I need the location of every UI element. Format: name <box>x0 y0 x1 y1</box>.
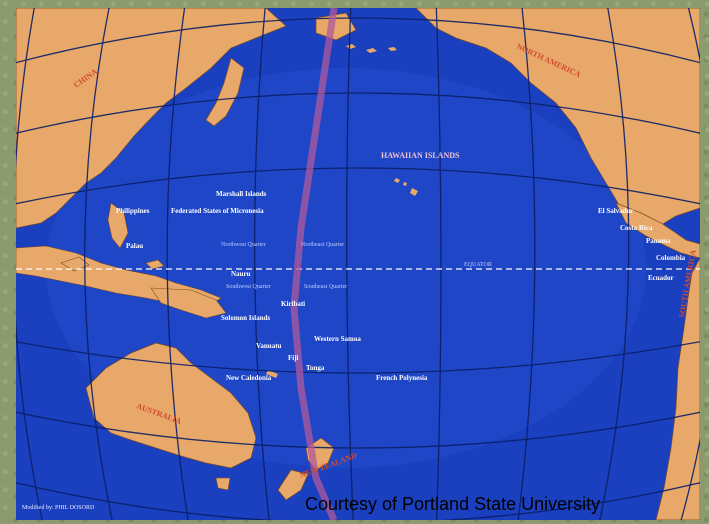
label-micronesia: Federated States of Micronesia <box>171 207 264 215</box>
label-panama: Panama <box>646 237 671 245</box>
label-colombia: Colombia <box>656 254 686 262</box>
new-guinea <box>150 287 227 319</box>
label-samoa: Western Samoa <box>314 335 361 343</box>
north-america <box>415 8 700 229</box>
label-vanuatu: Vanuatu <box>256 342 282 350</box>
dateline-route <box>290 8 338 520</box>
label-el-salvador: El Salvador <box>598 207 633 215</box>
philippines <box>107 202 129 249</box>
label-solomon: Solomon Islands <box>221 314 270 322</box>
hawaii <box>394 178 418 196</box>
south-america <box>655 257 700 520</box>
label-nw-quarter: Northwest Quarter <box>221 242 266 248</box>
label-ecuador: Ecuador <box>648 274 674 282</box>
label-tonga: Tonga <box>306 364 325 372</box>
label-ne-quarter: Northeast Quarter <box>301 242 344 248</box>
label-hawaii: HAWAIIAN ISLANDS <box>381 151 460 160</box>
label-marshall: Marshall Islands <box>216 190 267 198</box>
japan <box>205 57 245 127</box>
label-costa-rica: Costa Rica <box>620 224 653 232</box>
label-se-quarter: Southeast Quarter <box>304 284 347 290</box>
label-french-polynesia: French Polynesia <box>376 374 428 382</box>
australia <box>85 342 257 469</box>
asia-landmass <box>16 8 287 229</box>
label-nauru: Nauru <box>231 270 251 278</box>
label-sw-quarter: Southwest Quarter <box>226 284 271 290</box>
label-new-caledonia: New Caledonia <box>226 374 272 382</box>
map-svg: EQUATOR HAWAIIAN ISLANDS Marshall Island… <box>16 8 700 520</box>
label-philippines: Philippines <box>116 207 150 215</box>
label-palau: Palau <box>126 242 143 250</box>
central-america <box>615 202 700 259</box>
equator-label: EQUATOR <box>464 262 492 268</box>
map-author-credit: Modified by: PHIL DOSORD <box>22 505 95 511</box>
label-kiribati: Kiribati <box>281 300 305 308</box>
credit-caption: Courtesy of Portland State University <box>305 494 601 514</box>
pacific-map: EQUATOR HAWAIIAN ISLANDS Marshall Island… <box>16 8 700 520</box>
label-fiji: Fiji <box>288 354 299 362</box>
graticule <box>16 8 700 520</box>
